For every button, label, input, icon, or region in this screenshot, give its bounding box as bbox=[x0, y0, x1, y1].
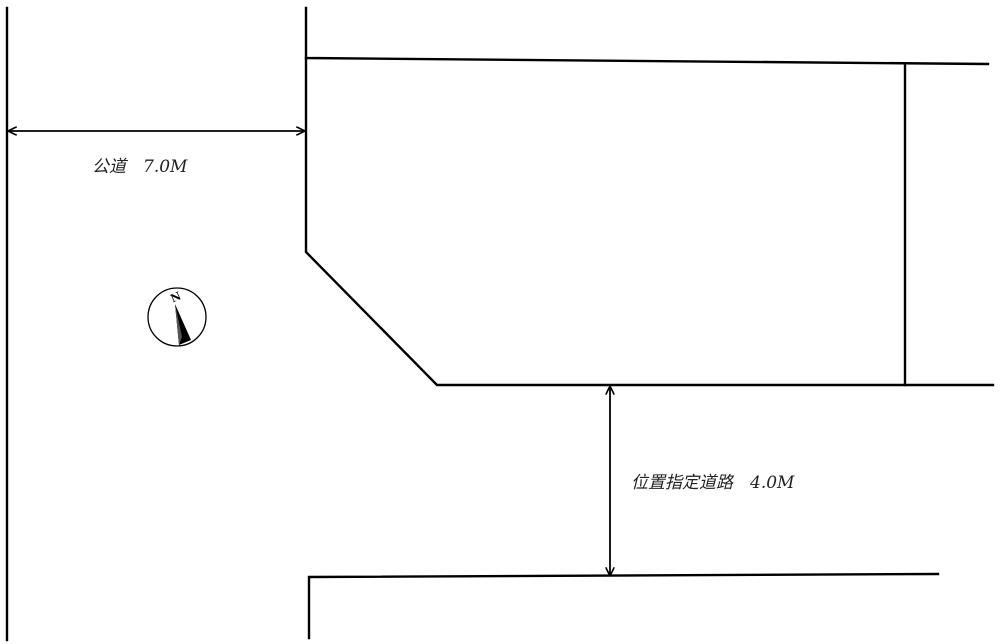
designated-road-label: 位置指定道路 4.0M bbox=[631, 473, 795, 493]
north-arrow-icon: N bbox=[147, 287, 207, 347]
north-letter: N bbox=[168, 289, 183, 305]
public-road-label: 公道 7.0M bbox=[92, 157, 188, 177]
lot-boundary-chamfer bbox=[304, 56, 995, 387]
designated-road-south-edge bbox=[307, 572, 940, 640]
lot-boundary bbox=[304, 6, 990, 66]
